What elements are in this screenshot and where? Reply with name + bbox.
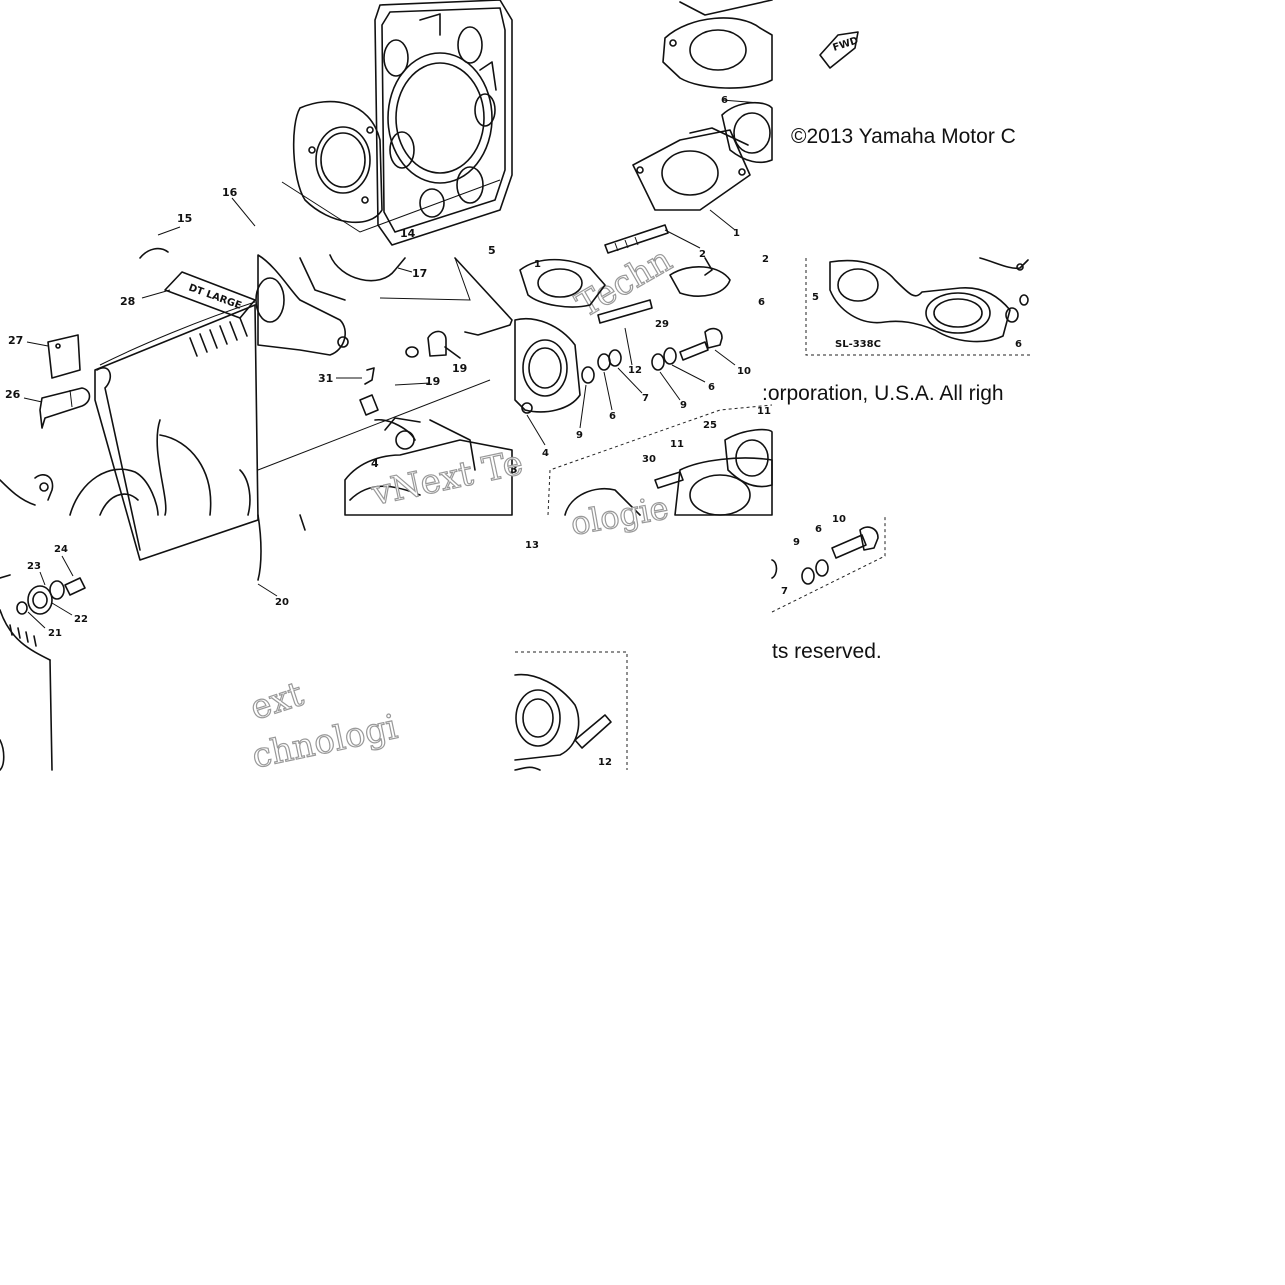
bracket-27: [47, 334, 81, 379]
callout-6a: 6: [721, 95, 728, 106]
callout-20: 20: [275, 597, 289, 608]
callout-9b: 9: [680, 400, 687, 411]
callout-10: 10: [737, 366, 751, 377]
callout-7: 7: [642, 393, 649, 404]
flange-group-lower: [547, 404, 773, 516]
fwd-arrow-icon: FWD: [819, 31, 860, 69]
inset-flange-lower: [514, 651, 628, 771]
callout-4b: 4: [371, 457, 379, 470]
callout-4: 4: [542, 448, 549, 459]
inset-label: SL-338C: [835, 339, 881, 350]
callout-22: 22: [74, 614, 88, 625]
pipe-20: [257, 514, 306, 597]
callout-6c: 6: [758, 297, 765, 308]
callout-25: 25: [703, 420, 717, 431]
callout-6b: 6: [1015, 339, 1022, 350]
callout-19: 19: [452, 362, 467, 375]
callout-10b: 10: [832, 514, 846, 525]
callout-15: 15: [177, 212, 192, 225]
callout-3: 3: [510, 463, 518, 476]
callout-6e: 6: [708, 382, 715, 393]
callout-17: 17: [412, 267, 427, 280]
bolt-19: [405, 330, 461, 359]
callout-29: 29: [655, 319, 669, 330]
bracket-17: [255, 254, 406, 356]
callout-28: 28: [120, 295, 135, 308]
callout-6d: 6: [609, 411, 616, 422]
exhaust-flange-top: [662, 0, 773, 89]
callout-5b: 5: [812, 292, 819, 303]
callout-1: 1: [733, 228, 740, 239]
callout-14: 14: [400, 227, 416, 240]
washers-row: [581, 327, 723, 384]
callout-11a: 11: [757, 406, 771, 417]
inset-box: [805, 257, 1030, 356]
callout-11b: 11: [670, 439, 684, 450]
watermark-2: Techn: [570, 240, 679, 326]
copyright-line-2: :orporation, U.S.A. All righ: [762, 382, 1004, 405]
callout-12: 12: [628, 365, 642, 376]
callout-21: 21: [48, 628, 62, 639]
copyright-line-3: ts reserved.: [772, 640, 882, 663]
callout-12b: 12: [598, 757, 612, 768]
callout-16: 16: [222, 186, 238, 199]
callout-27: 27: [8, 334, 23, 347]
manifold-right: [514, 257, 731, 414]
clip-26: [39, 387, 91, 429]
flange-2: [721, 101, 773, 164]
plate-5: [379, 257, 513, 336]
callout-31: 31: [318, 372, 333, 385]
callout-7b: 7: [781, 586, 788, 597]
watermark-5: ologie: [568, 488, 672, 543]
watermark-1: vNext Te: [368, 443, 527, 514]
callout-9c: 9: [793, 537, 800, 548]
head-gasket: [281, 100, 501, 233]
bolt-assembly-21-24: [0, 574, 86, 771]
callout-26: 26: [5, 388, 21, 401]
cylinder-head: [374, 0, 513, 246]
callout-2b: 2: [762, 254, 769, 265]
callout-9a: 9: [576, 430, 583, 441]
callout-5: 5: [488, 244, 496, 257]
carb-box-cover: [94, 301, 259, 561]
stud-bolt-2: [604, 224, 701, 254]
callout-13: 13: [525, 540, 539, 551]
callout-2: 2: [699, 249, 706, 260]
callout-1b: 1: [534, 259, 541, 270]
callout-23: 23: [27, 561, 41, 572]
fastener-strip: [771, 515, 886, 613]
callout-24: 24: [54, 544, 68, 555]
gasket-1: [632, 127, 751, 211]
copyright-line-1: ©2013 Yamaha Motor C: [791, 125, 1016, 148]
watermark-3: ext: [245, 674, 308, 729]
callout-19b: 19: [425, 375, 440, 388]
callout-6f: 6: [815, 524, 822, 535]
clip-31: [336, 367, 416, 441]
exhaust-chamber-left: [0, 419, 251, 516]
carburetor: [257, 379, 513, 516]
decal-text: DT LARGE: [187, 282, 243, 311]
callout-30: 30: [642, 454, 656, 465]
